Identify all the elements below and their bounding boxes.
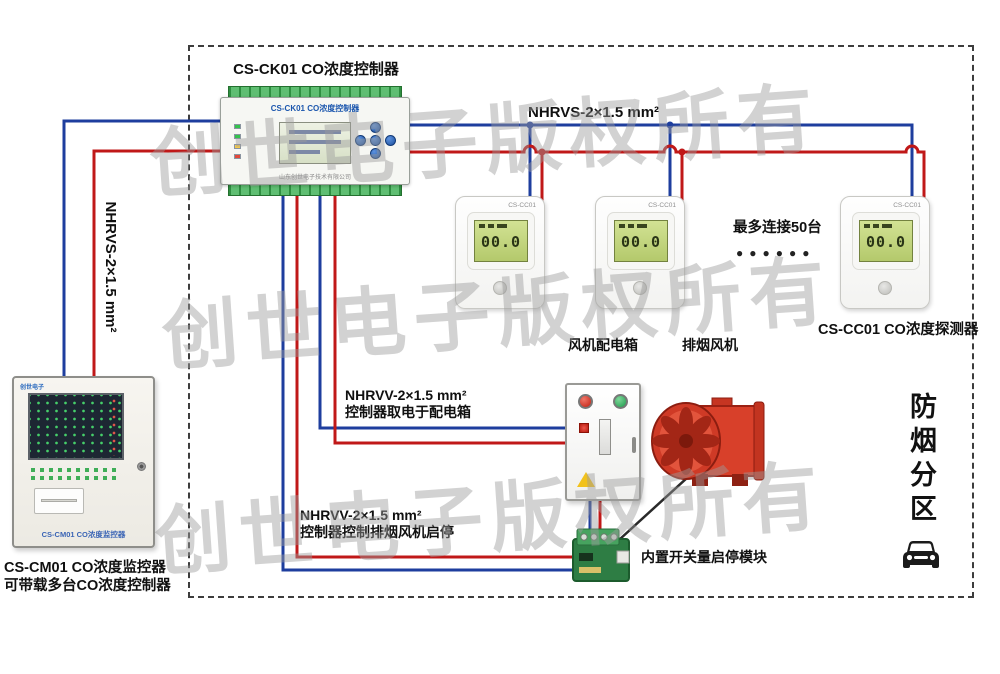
fan-foot (732, 474, 748, 486)
panel-meter (599, 419, 611, 455)
wire-spec-text: NHRVV-2×1.5 mm² (345, 387, 467, 403)
alarm-led (234, 154, 241, 159)
monitor-model-text: CS-CM01 CO浓度监控器 (41, 530, 126, 539)
right-button (385, 135, 396, 146)
car-icon (903, 541, 939, 568)
fan-flange (753, 401, 765, 481)
detector-lcd: 00.0 (474, 220, 528, 262)
detector-bezel: 00.0 (467, 212, 535, 270)
comm-led (234, 144, 241, 149)
lcd-status-icons (619, 224, 663, 229)
wire-spec-text: NHRVV-2×1.5 mm² (300, 507, 422, 523)
detector-lcd: 00.0 (614, 220, 668, 262)
terminal-screw (590, 533, 598, 541)
monitor-caption-line-1: CS-CM01 CO浓度监控器 (4, 560, 166, 576)
controller-lcd (279, 122, 351, 164)
fan-box-caption: 风机配电箱 (568, 337, 638, 353)
terminal-screw (580, 533, 588, 541)
monitor-caption-line-2: 可带载多台CO浓度控制器 (4, 578, 171, 594)
detector-model-text: CS-CC01 (508, 202, 536, 209)
paper-slit (41, 499, 77, 502)
down-button (370, 148, 381, 159)
max-connect-label: 最多连接50台 (733, 220, 822, 236)
nhrvv-control-label: NHRVV-2×1.5 mm² 控制器控制排烟风机启停 (300, 507, 454, 541)
fan-distribution-box (565, 383, 641, 501)
brand-logo-icon (878, 281, 892, 295)
pilot-light (579, 423, 589, 433)
lcd-co-value: 00.0 (620, 233, 662, 251)
nhrvs-left-label: NHRVS-2×1.5 mm² (102, 201, 119, 333)
monitor-caption: CS-CM01 CO浓度监控器 可带载多台CO浓度控制器 (4, 559, 171, 595)
indicator-row-1 (31, 468, 119, 472)
monitor-led-screen (28, 393, 124, 460)
ok-button (370, 135, 381, 146)
module-component (579, 567, 601, 573)
brand-text: 创世电子 (20, 385, 45, 391)
co-detector-1: CS-CC01 00.0 (455, 196, 545, 309)
controller-model-text: CS-CK01 CO浓度控制器 (270, 104, 360, 113)
fan-caption: 排烟风机 (682, 337, 738, 353)
detector-lcd: 00.0 (859, 220, 913, 262)
terminal-screw (610, 533, 618, 541)
switch-module (572, 528, 630, 582)
zone-label: 防烟分区 (906, 392, 936, 528)
left-button (355, 135, 366, 146)
co-detector-2: CS-CC01 00.0 (595, 196, 685, 309)
controller-caption: CS-CK01 CO浓度控制器 (233, 61, 399, 78)
brand-logo-icon (633, 281, 647, 295)
module-chip (579, 553, 593, 561)
warning-triangle-icon (577, 472, 595, 487)
detector-model-text: CS-CC01 (893, 202, 921, 209)
co-detector-3: CS-CC01 00.0 (840, 196, 930, 309)
lcd-status-icons (864, 224, 908, 229)
brand-logo-icon (493, 281, 507, 295)
lcd-co-value: 00.0 (480, 233, 522, 251)
printer-slot (34, 488, 84, 514)
alarm-led-column (110, 397, 120, 456)
fan-blades (652, 407, 720, 475)
module-caption: 内置开关量启停模块 (641, 549, 767, 565)
detector-bezel: 00.0 (607, 212, 675, 270)
keyhole-icon (137, 462, 146, 471)
status-led-column (234, 124, 241, 159)
power-led (234, 124, 241, 129)
nhrvv-power-label: NHRVV-2×1.5 mm² 控制器取电于配电箱 (345, 387, 471, 421)
run-led (234, 134, 241, 139)
wire-purpose-text: 控制器取电于配电箱 (345, 404, 471, 420)
up-button (370, 122, 381, 133)
controller-company-text: 山东创世电子技术有限公司 (278, 175, 351, 181)
door-handle (632, 437, 636, 453)
detector-model-text: CS-CC01 (648, 202, 676, 209)
detector-caption: CS-CC01 CO浓度探测器 (818, 322, 979, 338)
wire-purpose-text: 控制器控制排烟风机启停 (300, 524, 454, 540)
controller-keypad (355, 122, 397, 162)
nhrvs-top-label: NHRVS-2×1.5 mm² (528, 104, 660, 121)
lcd-status-icons (479, 224, 523, 229)
module-connector (616, 550, 630, 564)
fan-hub (679, 434, 693, 448)
terminal-screw (600, 533, 608, 541)
indicator-row-2 (31, 476, 119, 480)
controller-faceplate: CS-CK01 CO浓度控制器 山东创世电子技术有限公司 (220, 97, 410, 185)
stop-button (578, 394, 593, 409)
detector-bezel: 00.0 (852, 212, 920, 270)
co-monitor-cabinet: 创世电子 CS-CM01 CO浓度监控器 (12, 376, 155, 548)
co-controller-device: CS-CK01 CO浓度控制器 山东创世电子技术有限公司 (220, 86, 410, 196)
start-button (613, 394, 628, 409)
smoke-exhaust-fan (651, 397, 765, 486)
ellipsis-dots: ●●●●●● (736, 246, 816, 260)
lcd-co-value: 00.0 (865, 233, 907, 251)
